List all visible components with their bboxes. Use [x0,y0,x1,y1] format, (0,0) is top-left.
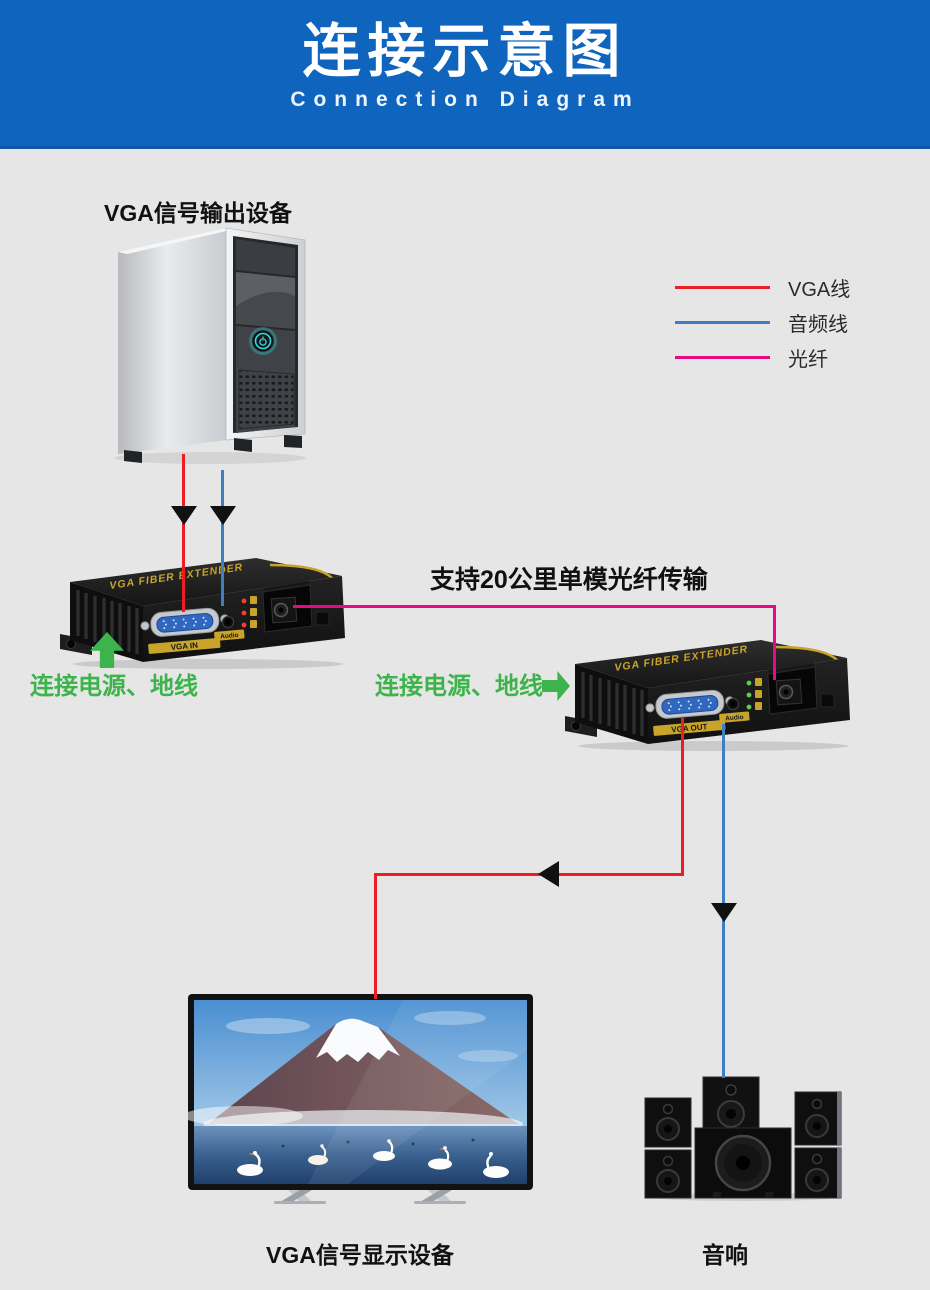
vga-cable-swatch [675,286,770,289]
svg-text:VGA IN: VGA IN [170,641,198,652]
satellite-speaker-left-top [644,1097,692,1148]
fiber-note: 支持20公里单模光纤传输 [430,566,708,594]
svg-text:Audio: Audio [220,632,239,641]
display-device-label: VGA信号显示设备 [266,1242,454,1268]
tv-stand [274,1190,466,1204]
audio-jack-label: Audio [719,711,750,723]
vga-cable-rx-horizontal [374,873,684,876]
cloud [414,1011,486,1025]
fiber-extender-transmitter: VGA FIBER EXTENDER VGA IN [60,558,345,669]
speaker-set-graphic [644,1076,842,1201]
led-indicators [241,596,257,628]
svg-text:Audio: Audio [725,714,744,723]
arrow-down-audio [210,506,236,525]
satellite-speaker-right-top [794,1091,842,1146]
mist [188,1106,303,1126]
device-top-face [575,640,847,688]
cloud [458,1050,518,1062]
vga-port-label: VGA IN [148,637,221,654]
device-shadow [578,741,848,751]
fiber-extender-receiver: VGA FIBER EXTENDER VGA OUT [565,640,850,751]
tower-drive-bay [236,239,295,276]
tower-foot [124,450,142,463]
audio-cable-swatch [675,321,770,324]
vga-cable-to-tv [374,873,377,999]
led-indicators [746,678,762,710]
vga-pins [667,698,712,712]
satellite-speaker-left-bottom [644,1149,692,1199]
fiber-cable-horizontal [293,605,776,608]
fiber-cable-label: 光纤 [788,349,828,371]
dc-jack [820,693,835,708]
snow-cap [316,1018,400,1062]
audio-jack-label: Audio [214,629,245,641]
cable-legend: VGA线 音频线 光纤 [675,270,895,375]
top-swoosh [269,563,334,580]
vent-slots [581,672,644,736]
arrow-down-audio-rx [711,903,737,922]
computer-tower-graphic [114,227,306,464]
arrow-down-vga [171,506,197,525]
arrow-left-vga [538,861,559,887]
audio-cable-to-speakers [722,724,725,1078]
satellite-speaker-center-top [702,1076,760,1136]
legend-row-fiber: 光纤 [675,340,895,375]
device-top-face [70,558,342,606]
page-title: 连接示意图 [302,19,628,84]
power-note-right: 连接电源、地线 [375,673,543,700]
vga-port-label: VGA OUT [653,719,726,736]
vga-cable-label: VGA线 [788,279,851,301]
tower-side-panel [118,228,226,454]
fiber-cable-vertical [773,605,776,680]
mountain [208,1018,518,1124]
device-side-face [575,664,648,744]
tower-foot [234,438,252,452]
header-banner: 连接示意图 Connection Diagram [0,0,930,149]
device-side-face [70,582,143,662]
fiber-cable-swatch [675,356,770,359]
power-note-left: 连接电源、地线 [30,673,198,700]
device-shadow [73,659,343,669]
tower-foot [284,435,302,448]
swans [237,1138,509,1178]
tower-gloss [236,272,295,306]
power-button-glow [249,327,277,355]
top-swoosh [774,645,839,662]
vga-pins [162,616,207,630]
page-subtitle: Connection Diagram [290,87,640,111]
fiber-port [262,581,313,633]
vga-cable-tower-to-tx [182,454,185,612]
source-device-label: VGA信号输出设备 [104,200,292,226]
screen-glare [308,1000,527,1184]
tv-display-graphic [188,994,533,1204]
tv-screen [188,1000,527,1184]
audio-cable-label: 音频线 [788,314,848,336]
tower-grille [238,369,295,430]
speakers-label: 音响 [702,1242,748,1268]
tower-top-edge [118,228,235,254]
subwoofer [694,1127,792,1199]
legend-row-audio: 音频线 [675,305,895,340]
cloud [226,1018,310,1034]
svg-text:VGA OUT: VGA OUT [671,722,708,734]
legend-row-vga: VGA线 [675,270,895,305]
fiber-port [767,663,818,715]
dc-jack [315,611,330,626]
satellite-speaker-right-bottom [794,1147,842,1199]
vga-port [140,607,230,637]
vga-cable-rx-down [681,718,684,875]
audio-cable-tower-to-tx [221,470,224,606]
tower-shadow [114,452,306,464]
